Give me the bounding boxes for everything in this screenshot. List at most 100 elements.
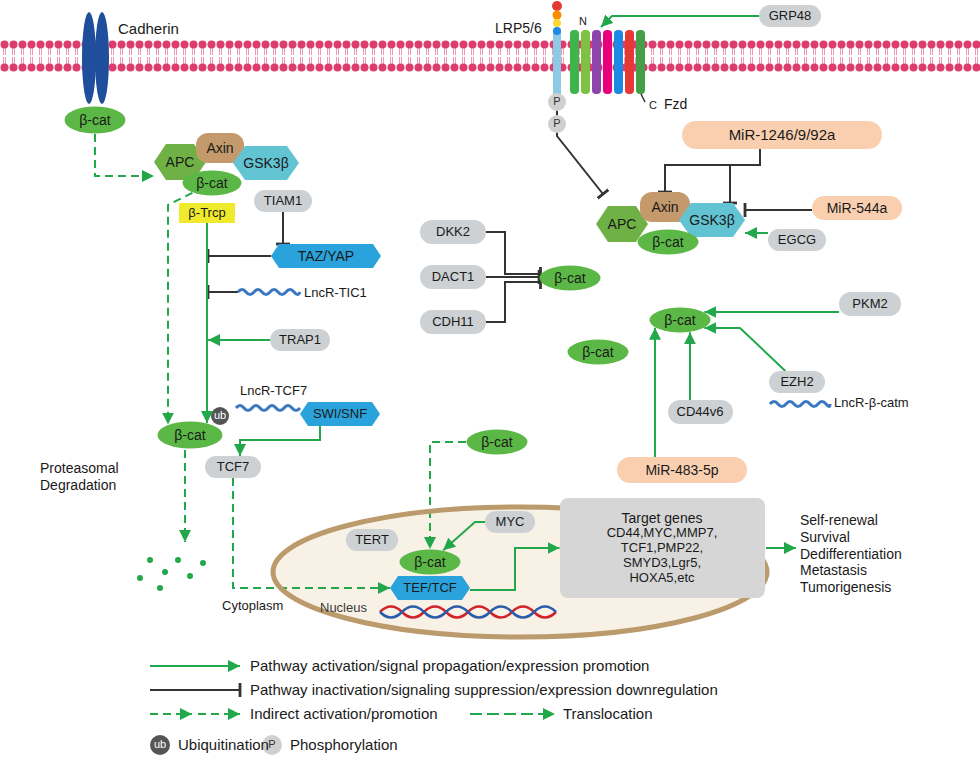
- complex-hexagon-fill: [271, 244, 381, 268]
- dna-helix-part: [380, 607, 556, 618]
- factor-pill-fill: [346, 529, 398, 551]
- factor-pill: TRAP1: [270, 329, 330, 351]
- complex-hexagon: TAZ/YAP: [271, 244, 381, 268]
- lrp-receptor: [552, 1, 562, 98]
- gsk3b-hexagon: GSK3β: [233, 146, 299, 180]
- receptor-inhibition-part: [548, 115, 566, 133]
- node-label: TIAM1: [264, 194, 302, 209]
- cell-membrane-part: [0, 40, 980, 72]
- target-genes-box-fill: [560, 498, 765, 598]
- inhibition-connector: [486, 276, 539, 278]
- factor-pill: GRP48: [759, 5, 821, 27]
- frizzled-receptor-part: [570, 30, 579, 94]
- factor-pill-fill: [839, 292, 901, 316]
- factor-pill: EGCG: [768, 229, 826, 251]
- factor-pill-fill: [768, 229, 826, 251]
- factor-pill-fill: [420, 310, 486, 334]
- part-name: Cadherin: [118, 20, 179, 38]
- lncrna-strand-part: [238, 290, 300, 295]
- frizzled-receptor-part: [614, 30, 623, 94]
- legend-sample-part: [470, 713, 555, 715]
- outcome-arrow-part: [766, 547, 796, 549]
- activation-connector: [95, 134, 154, 176]
- activation-connector: [168, 193, 192, 425]
- legend-sample-part: [150, 713, 192, 715]
- frizzled-receptor: [570, 30, 645, 102]
- label-holder: ub: [154, 738, 166, 751]
- label-holder: C: [649, 99, 657, 112]
- factor-pill: DACT1: [420, 265, 486, 289]
- protein-ellipse-fill: [400, 550, 461, 575]
- inhibition-connector: [282, 212, 284, 244]
- legend-sample-part: [198, 713, 240, 715]
- factor-pill: MYC: [485, 511, 535, 533]
- inhibition-connector: [486, 232, 541, 274]
- trcp-regulators: [208, 256, 271, 340]
- legend-sample-part: [150, 689, 240, 691]
- node-label: β-Trcp: [188, 206, 225, 221]
- legend-text: Translocation: [563, 705, 653, 723]
- lrp-receptor-part: [553, 27, 561, 35]
- node-label: GSK3β: [689, 212, 734, 228]
- label-holder: P: [268, 738, 275, 751]
- node-label: MYC: [496, 515, 525, 530]
- degradation-part: [157, 585, 163, 591]
- degradation-part: [147, 557, 153, 563]
- activation-connector: [470, 548, 560, 590]
- ubiquitin-mark: ub: [154, 738, 166, 751]
- legend-holder: Indirect activation/promotion: [250, 705, 438, 723]
- node-label: TCF7: [217, 460, 250, 475]
- activation-connector: [745, 232, 768, 234]
- protein-ellipse: β-cat: [182, 170, 242, 196]
- frizzled-receptor-part: [625, 30, 634, 94]
- activation-connector: [443, 522, 485, 550]
- label-holder: LRP5/6: [495, 20, 542, 37]
- legend-text: Pathway activation/signal propagation/ex…: [250, 657, 649, 675]
- legend-text: Ubiquitination: [178, 736, 269, 754]
- dna-helix-part: [380, 607, 556, 618]
- frizzled-receptor-part: [581, 30, 590, 94]
- node-label: Axin: [206, 140, 233, 156]
- lncrna-strand-part: [770, 402, 830, 407]
- inhibition-connector: [745, 209, 812, 211]
- frizzled-receptor-part: [641, 94, 645, 102]
- factor-pill: TCF7: [205, 456, 261, 478]
- degradation-part: [137, 575, 143, 581]
- gsk3b-hexagon: GSK3β: [679, 203, 745, 237]
- protein-ellipse: β-cat: [637, 229, 699, 255]
- lrp-receptor-part: [552, 1, 562, 11]
- protein-ellipse-fill: [650, 308, 711, 333]
- degradation-part: [162, 569, 168, 575]
- node-label: Target genes: [622, 510, 703, 526]
- inhibition-connector: [730, 149, 760, 203]
- lncrna-name: LncR-TIC1: [304, 285, 367, 301]
- node-label: TRAP1: [279, 333, 321, 348]
- node-label: MiR-544a: [827, 200, 888, 216]
- activation-connector: [206, 223, 208, 423]
- gsk3b-hexagon-fill: [233, 146, 299, 180]
- activation-connector: [704, 311, 839, 313]
- part-name: LRP5/6: [495, 20, 542, 37]
- node-label: TEF/TCF: [403, 581, 456, 596]
- frizzled-receptor-part: [636, 30, 645, 94]
- ubiquitin-mark: ub: [214, 409, 226, 422]
- grp48-arrow-part: [601, 16, 759, 27]
- node-label: β-cat: [582, 344, 613, 360]
- cadherin-symbol: [82, 12, 109, 104]
- protein-ellipse-fill: [467, 430, 528, 455]
- degradation-part: [175, 557, 181, 563]
- mirna-pill-fill: [617, 457, 747, 483]
- label-holder: N: [579, 15, 587, 28]
- complex-hexagon: TEF/TCF: [390, 576, 470, 600]
- node-label: CDH11: [432, 315, 474, 330]
- process-note: Proteasomal Degradation: [40, 460, 119, 494]
- protein-ellipse: β-cat: [567, 339, 629, 365]
- degradation-part: [200, 560, 206, 566]
- activation-connector: [233, 478, 390, 588]
- ligase-box: β-Trcp: [179, 203, 235, 223]
- region-name: Cytoplasm: [222, 598, 283, 614]
- phospho-mark: P: [553, 117, 560, 130]
- nucleus-ellipse-fill: [273, 507, 767, 637]
- trcp-regulators-part: [208, 291, 238, 293]
